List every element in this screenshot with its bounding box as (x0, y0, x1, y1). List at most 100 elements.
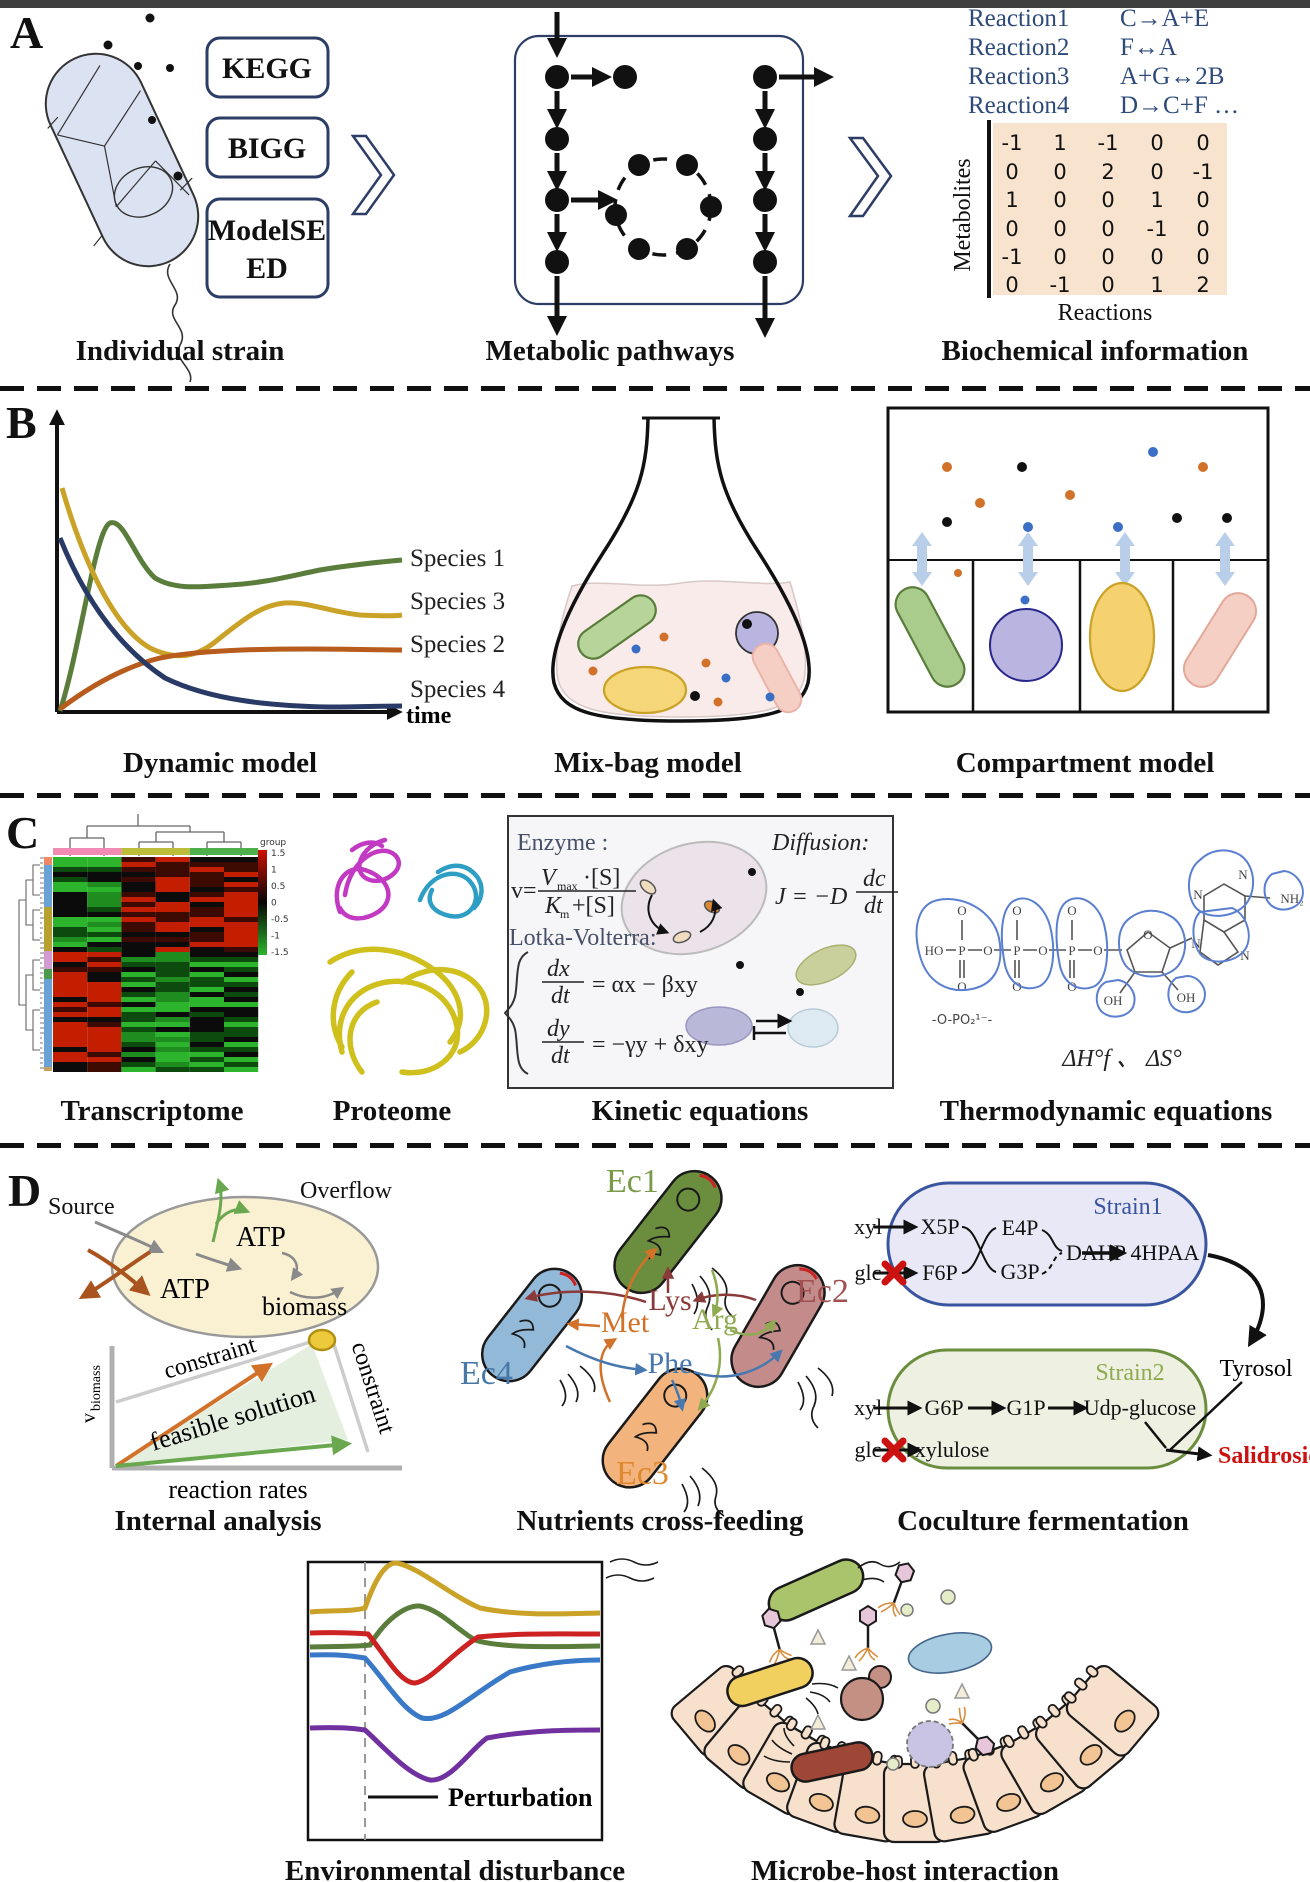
flagellum (166, 263, 192, 383)
matrix-cell: 0 (1101, 188, 1114, 212)
reaction-eq: F↔A (1120, 34, 1177, 61)
mm-den-sub: m (560, 907, 570, 921)
species3-curve (59, 487, 403, 659)
biomass-label: biomass (262, 1292, 347, 1321)
matrix-cell: 2 (1196, 273, 1209, 297)
yellow-rod-microbe (726, 1656, 814, 1708)
exchange-arrows (912, 532, 1235, 586)
phage-icon (853, 1604, 880, 1663)
overflow-label: Overflow (300, 1178, 393, 1204)
matrix-cell: 0 (1053, 217, 1066, 241)
green-rod-microbe (577, 594, 657, 660)
yellow-microbe (602, 665, 688, 715)
vbiomass-var: v (78, 1413, 100, 1423)
compartment-green-rod (894, 586, 966, 688)
caption-transcriptome: Transcriptome (60, 1095, 243, 1127)
matrix-cell: 1 (1005, 188, 1018, 212)
svg-text:OH: OH (1177, 990, 1196, 1005)
matrix-cell: 0 (1101, 273, 1114, 297)
mm-num-rest: ·[S] (583, 865, 620, 891)
chevron-icon (847, 136, 893, 218)
caption-dynamic-model: Dynamic model (123, 747, 317, 779)
matrix-cell: 0 (1005, 273, 1018, 297)
lv2-den: dt (551, 1043, 571, 1069)
reaction-list: Reaction1 C→A+E Reaction2 F↔A Reaction3 … (968, 5, 1239, 119)
panel-d-tag: D (8, 1165, 41, 1216)
legend-title: group (260, 838, 286, 848)
thermodynamic-structure: HO P O P O P O O O O O O O O OH OH N N N… (915, 849, 1304, 1127)
heatmap-cells (53, 857, 259, 1072)
matrix-ylabel: Metabolites (950, 158, 976, 271)
matrix-cell: 0 (1196, 188, 1209, 212)
time-axis-label: time (406, 703, 452, 729)
row-group-bar (44, 857, 52, 1071)
ec1-label: Ec1 (606, 1163, 659, 1200)
legend-tick: -1 (271, 932, 280, 942)
legend-colorbar (258, 850, 267, 955)
svg-text:N: N (1193, 887, 1203, 902)
matrix-cell: 0 (1196, 245, 1209, 269)
brace (503, 951, 529, 1075)
svg-text:N: N (1238, 867, 1248, 882)
top-bar (0, 0, 1310, 8)
species3-label: Species 3 (410, 588, 505, 615)
reaction-name: Reaction3 (968, 63, 1069, 90)
coculture-fermentation: Strain1 xyl X5P glc F6P E4P G3P DAHP 4HP… (854, 1181, 1310, 1537)
legend-tick: -0.5 (271, 915, 289, 925)
svg-text:HO: HO (925, 943, 944, 958)
caption-thermodynamic: Thermodynamic equations (940, 1095, 1273, 1127)
f6p-label: F6P (922, 1260, 957, 1285)
panel-a: A KEGG BIGG ModelSE ED (10, 5, 1248, 383)
kegg-box-label: KEGG (222, 52, 312, 85)
svg-text:P: P (1068, 943, 1075, 958)
ec4-label: Ec4 (460, 1355, 513, 1392)
lys-label: Lys (648, 1284, 691, 1317)
caption-microbe-host: Microbe-host interaction (751, 1855, 1059, 1882)
e4p-label: E4P (1002, 1215, 1039, 1240)
svg-text:P: P (958, 943, 965, 958)
column-group-bar (53, 848, 259, 855)
matrix-cell: -1 (1002, 245, 1023, 269)
matrix-cell: 0 (1101, 217, 1114, 241)
legend-tick: 1.5 (271, 849, 285, 859)
svg-text:O: O (1093, 943, 1102, 958)
strain2-label: Strain2 (1095, 1360, 1164, 1386)
phe-label: Phe (648, 1347, 693, 1380)
legend-tick: 0.5 (271, 882, 285, 892)
matrix-cell: 0 (1150, 131, 1163, 155)
proteome-structure: Proteome (327, 837, 490, 1127)
species1-label: Species 1 (410, 545, 505, 572)
matrix-cell: 1 (1150, 188, 1163, 212)
strain1-cell (886, 1181, 1208, 1307)
matrix-cell: -1 (1098, 131, 1119, 155)
svg-text:O: O (1067, 903, 1076, 918)
row-dendrogram (18, 864, 40, 1051)
g3p-label: G3P (1000, 1259, 1039, 1284)
matrix-cell: 0 (1053, 188, 1066, 212)
mm-lhs: v= (511, 878, 537, 904)
blocked-icon (881, 1437, 907, 1463)
panel-c-tag: C (6, 807, 39, 858)
x5p-label: X5P (920, 1214, 959, 1239)
caption-metabolic-pathways: Metabolic pathways (486, 335, 735, 367)
compartment-pink-rod (1182, 592, 1258, 688)
lotka-volterra-label: Lotka-Volterra: (509, 925, 657, 951)
modelseed-box-label-2: ED (246, 252, 288, 285)
bigg-box-label: BIGG (228, 132, 306, 165)
salidroside-label: Salidroside (1218, 1443, 1310, 1469)
legend-tick: 0 (271, 899, 277, 909)
database-boxes: KEGG BIGG ModelSE ED (205, 36, 330, 299)
matrix-cell: 1 (1053, 131, 1066, 155)
svg-text:O: O (1038, 943, 1047, 958)
lavender-microbe (906, 1720, 954, 1768)
panel-a-tag: A (10, 7, 43, 58)
feasible-region (114, 1344, 348, 1466)
constraint-right-label: constraint (346, 1339, 400, 1437)
microbe-ellipse (787, 1008, 839, 1048)
mixbag-flask: Mix-bag model (551, 416, 811, 779)
compartment-purple-coccus (989, 608, 1063, 682)
constraint-top-label: constraint (161, 1332, 259, 1385)
environmental-disturbance: Perturbation Environmental disturbance (285, 1560, 625, 1882)
